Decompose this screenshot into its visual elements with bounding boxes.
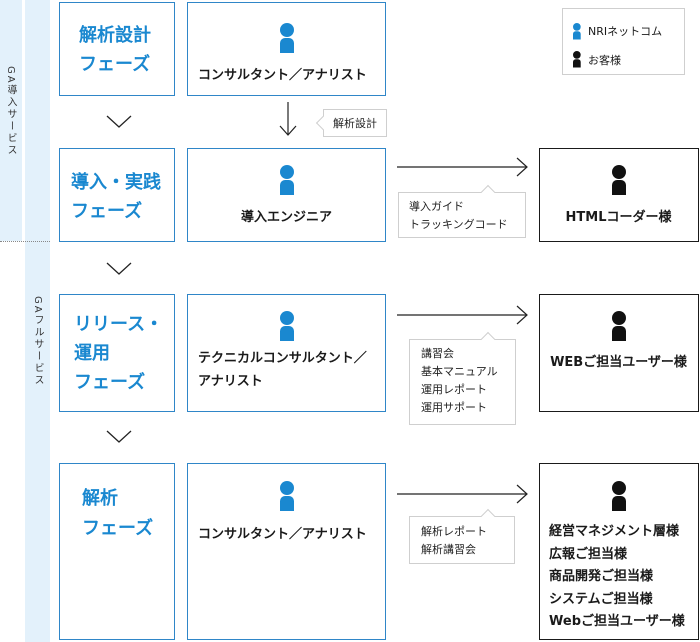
client-role-item: 広報ご担当様 bbox=[549, 546, 628, 562]
deliverable-callout: 解析レポート 解析講習会 bbox=[409, 508, 515, 564]
nri-person-icon bbox=[280, 481, 294, 511]
legend-client-label: お客様 bbox=[588, 54, 621, 67]
ga-full-band bbox=[25, 0, 50, 642]
phase-line: 導入・実践 bbox=[71, 172, 161, 193]
client-role-item: Webご担当ユーザー様 bbox=[549, 614, 685, 629]
phase-box-design: 解析設計 フェーズ bbox=[59, 2, 175, 96]
down-arrow-icon bbox=[279, 102, 297, 136]
client-person-icon bbox=[573, 51, 581, 68]
client-role-item: 商品開発ご担当様 bbox=[549, 569, 654, 584]
phase-line: フェーズ bbox=[82, 518, 154, 539]
deliverable-callout: 講習会 基本マニュアル 運用レポート 運用サポート bbox=[409, 331, 516, 425]
deliverable-item: トラッキングコード bbox=[409, 218, 508, 231]
deliverable-callout: 導入ガイド トラッキングコード bbox=[398, 184, 526, 238]
right-arrow-icon bbox=[397, 157, 528, 177]
chevron-down-icon bbox=[106, 115, 132, 128]
phase-line: 運用 bbox=[74, 343, 110, 364]
legend-nri-label: NRIネットコム bbox=[588, 25, 663, 38]
phase-box-release-operation: リリース・ 運用 フェーズ bbox=[59, 294, 175, 412]
deliverable-item: 解析講習会 bbox=[421, 543, 476, 556]
ga-full-label: GAフルサービス bbox=[32, 296, 43, 387]
nri-person-icon bbox=[280, 311, 294, 341]
deliverable-item: 運用レポート bbox=[421, 383, 487, 396]
phase-box-implementation: 導入・実践 フェーズ bbox=[59, 148, 175, 242]
role-box-engineer: 導入エンジニア bbox=[187, 148, 386, 242]
handoff-label: 解析設計 bbox=[333, 117, 377, 130]
client-box-coder: HTMLコーダー様 bbox=[539, 148, 699, 242]
handoff-callout: 解析設計 bbox=[315, 109, 387, 137]
deliverable-item: 基本マニュアル bbox=[421, 365, 498, 378]
role-label: コンサルタント／アナリスト bbox=[198, 68, 367, 83]
role-line: テクニカルコンサルタント／ bbox=[198, 351, 367, 366]
client-role-label: WEBご担当ユーザー様 bbox=[550, 355, 687, 370]
client-person-icon bbox=[612, 165, 626, 195]
chevron-down-icon bbox=[106, 262, 132, 275]
legend: NRIネットコム お客様 bbox=[562, 8, 685, 75]
deliverable-item: 講習会 bbox=[421, 347, 454, 360]
deliverable-item: 解析レポート bbox=[421, 525, 487, 538]
ga-intro-label: GA導入サービス bbox=[5, 66, 16, 157]
phase-line: 解析 bbox=[82, 488, 118, 509]
right-arrow-icon bbox=[397, 484, 528, 504]
deliverable-item: 運用サポート bbox=[421, 401, 487, 414]
phase-line: フェーズ bbox=[71, 201, 143, 222]
band-divider bbox=[0, 241, 50, 242]
role-line: アナリスト bbox=[198, 374, 263, 389]
chevron-down-icon bbox=[106, 430, 132, 443]
right-arrow-icon bbox=[397, 305, 528, 325]
phase-line: フェーズ bbox=[74, 372, 146, 393]
role-label: 導入エンジニア bbox=[240, 210, 332, 225]
phase-line: リリース・ bbox=[74, 314, 164, 335]
role-box-analyst: コンサルタント／アナリスト bbox=[187, 463, 386, 640]
client-role-item: システムご担当様 bbox=[549, 591, 653, 607]
phase-line: フェーズ bbox=[79, 54, 151, 75]
nri-person-icon bbox=[280, 165, 294, 195]
nri-person-icon bbox=[280, 23, 294, 53]
client-person-icon bbox=[612, 311, 626, 341]
client-role-item: 経営マネジメント層様 bbox=[549, 524, 680, 539]
client-box-web-user: WEBご担当ユーザー様 bbox=[539, 294, 699, 412]
phase-box-analysis: 解析 フェーズ bbox=[59, 463, 175, 640]
ga-intro-band bbox=[0, 0, 22, 241]
client-role-list: 経営マネジメント層様 広報ご担当様 商品開発ご担当様 システムご担当様 Webご… bbox=[549, 521, 685, 634]
nri-person-icon bbox=[573, 23, 581, 40]
role-box-consultant: コンサルタント／アナリスト bbox=[187, 2, 386, 96]
role-label: テクニカルコンサルタント／ アナリスト bbox=[198, 347, 367, 393]
client-person-icon bbox=[612, 481, 626, 511]
phase-line: 解析設計 bbox=[79, 25, 151, 46]
client-role-label: HTMLコーダー様 bbox=[565, 210, 672, 225]
role-box-technical-consultant: テクニカルコンサルタント／ アナリスト bbox=[187, 294, 386, 412]
role-label: コンサルタント／アナリスト bbox=[198, 527, 367, 542]
client-box-stakeholders: 経営マネジメント層様 広報ご担当様 商品開発ご担当様 システムご担当様 Webご… bbox=[539, 463, 699, 640]
deliverable-item: 導入ガイド bbox=[409, 200, 464, 213]
